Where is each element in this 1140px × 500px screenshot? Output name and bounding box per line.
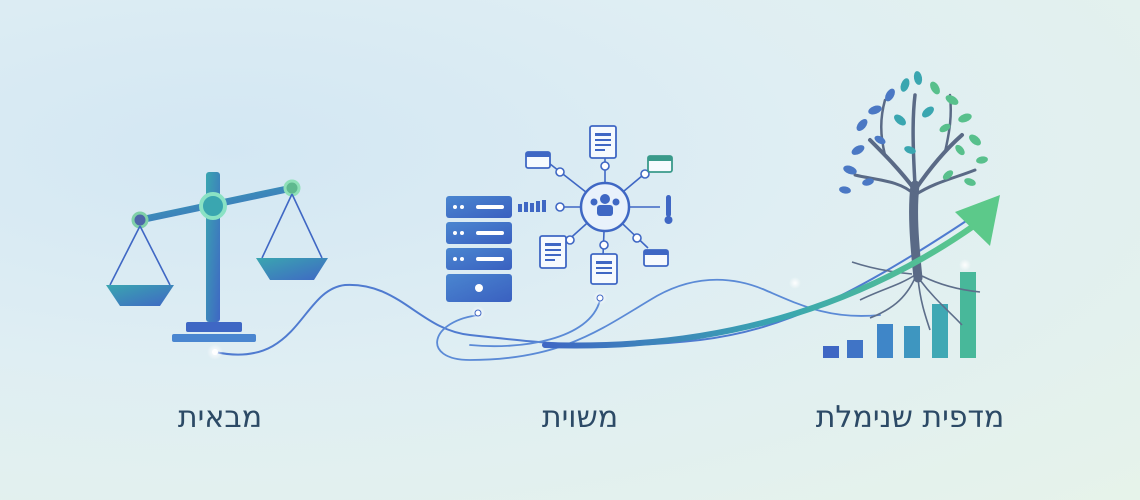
tree-trunk-icon [853, 93, 977, 283]
document-icon [590, 253, 618, 285]
thermometer-icon [664, 195, 673, 224]
server-network-icon [446, 125, 673, 302]
document-icon [539, 235, 567, 269]
stage-label-middle: משוית [541, 400, 619, 435]
server-stack-icon [446, 196, 546, 302]
users-icon [590, 194, 620, 216]
sparkle-icon [789, 277, 801, 289]
growth-arrow-icon [542, 195, 1000, 349]
stage-label-left: מבאית [177, 400, 263, 435]
folder-icon [647, 155, 673, 173]
tree-growth-chart-icon [542, 71, 1000, 358]
growth-bars-icon [823, 272, 976, 358]
stage-label-right: מדפית שנימלת [815, 400, 1005, 435]
folder-icon [643, 249, 669, 267]
roots-icon [851, 261, 981, 331]
tree-leaves-icon [839, 71, 988, 194]
folder-icon [525, 151, 551, 169]
balance-scale-icon [106, 172, 328, 342]
document-icon [589, 125, 617, 159]
